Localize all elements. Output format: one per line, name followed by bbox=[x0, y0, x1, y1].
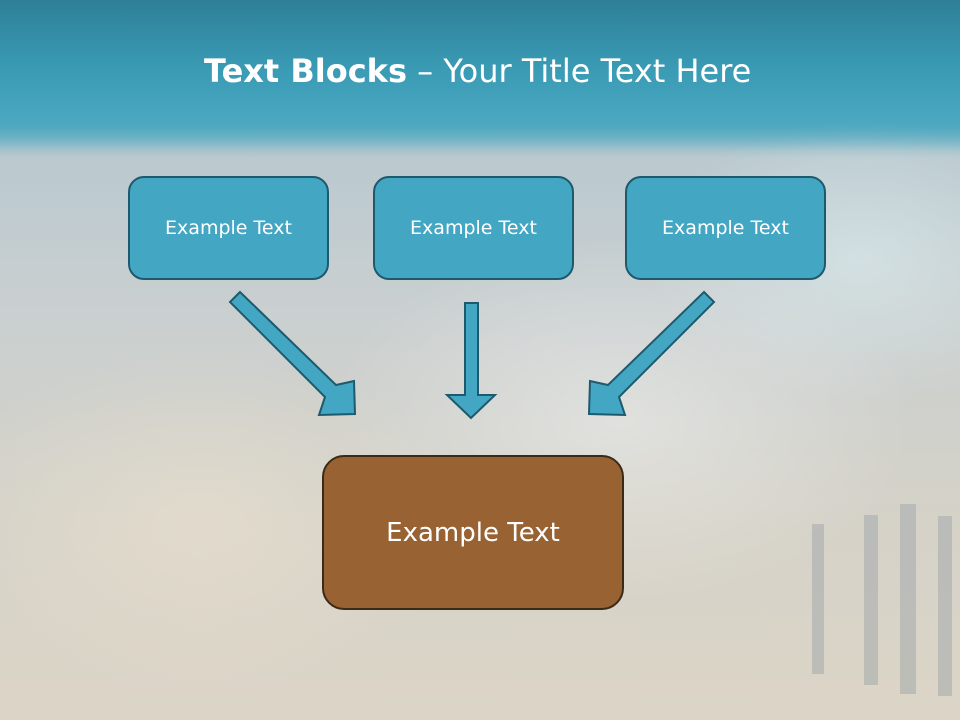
arrow-left bbox=[228, 290, 357, 417]
title-dash: – bbox=[407, 52, 444, 90]
title-bold: Text Blocks bbox=[204, 52, 407, 90]
target-block[interactable]: Example Text bbox=[322, 455, 624, 610]
text-block-1-label: Example Text bbox=[165, 217, 292, 239]
text-block-3[interactable]: Example Text bbox=[625, 176, 826, 280]
slide-title: Text Blocks – Your Title Text Here bbox=[204, 52, 751, 90]
chimney bbox=[900, 504, 916, 694]
chimney bbox=[812, 524, 824, 674]
chimney bbox=[938, 516, 952, 696]
arrow-right bbox=[587, 290, 716, 417]
title-rest: Your Title Text Here bbox=[443, 52, 752, 90]
text-block-2[interactable]: Example Text bbox=[373, 176, 574, 280]
text-block-3-label: Example Text bbox=[662, 217, 789, 239]
header-fade bbox=[0, 118, 960, 158]
target-block-label: Example Text bbox=[386, 517, 560, 548]
text-block-1[interactable]: Example Text bbox=[128, 176, 329, 280]
arrow-center bbox=[444, 302, 498, 420]
chimney bbox=[864, 515, 878, 685]
text-block-2-label: Example Text bbox=[410, 217, 537, 239]
